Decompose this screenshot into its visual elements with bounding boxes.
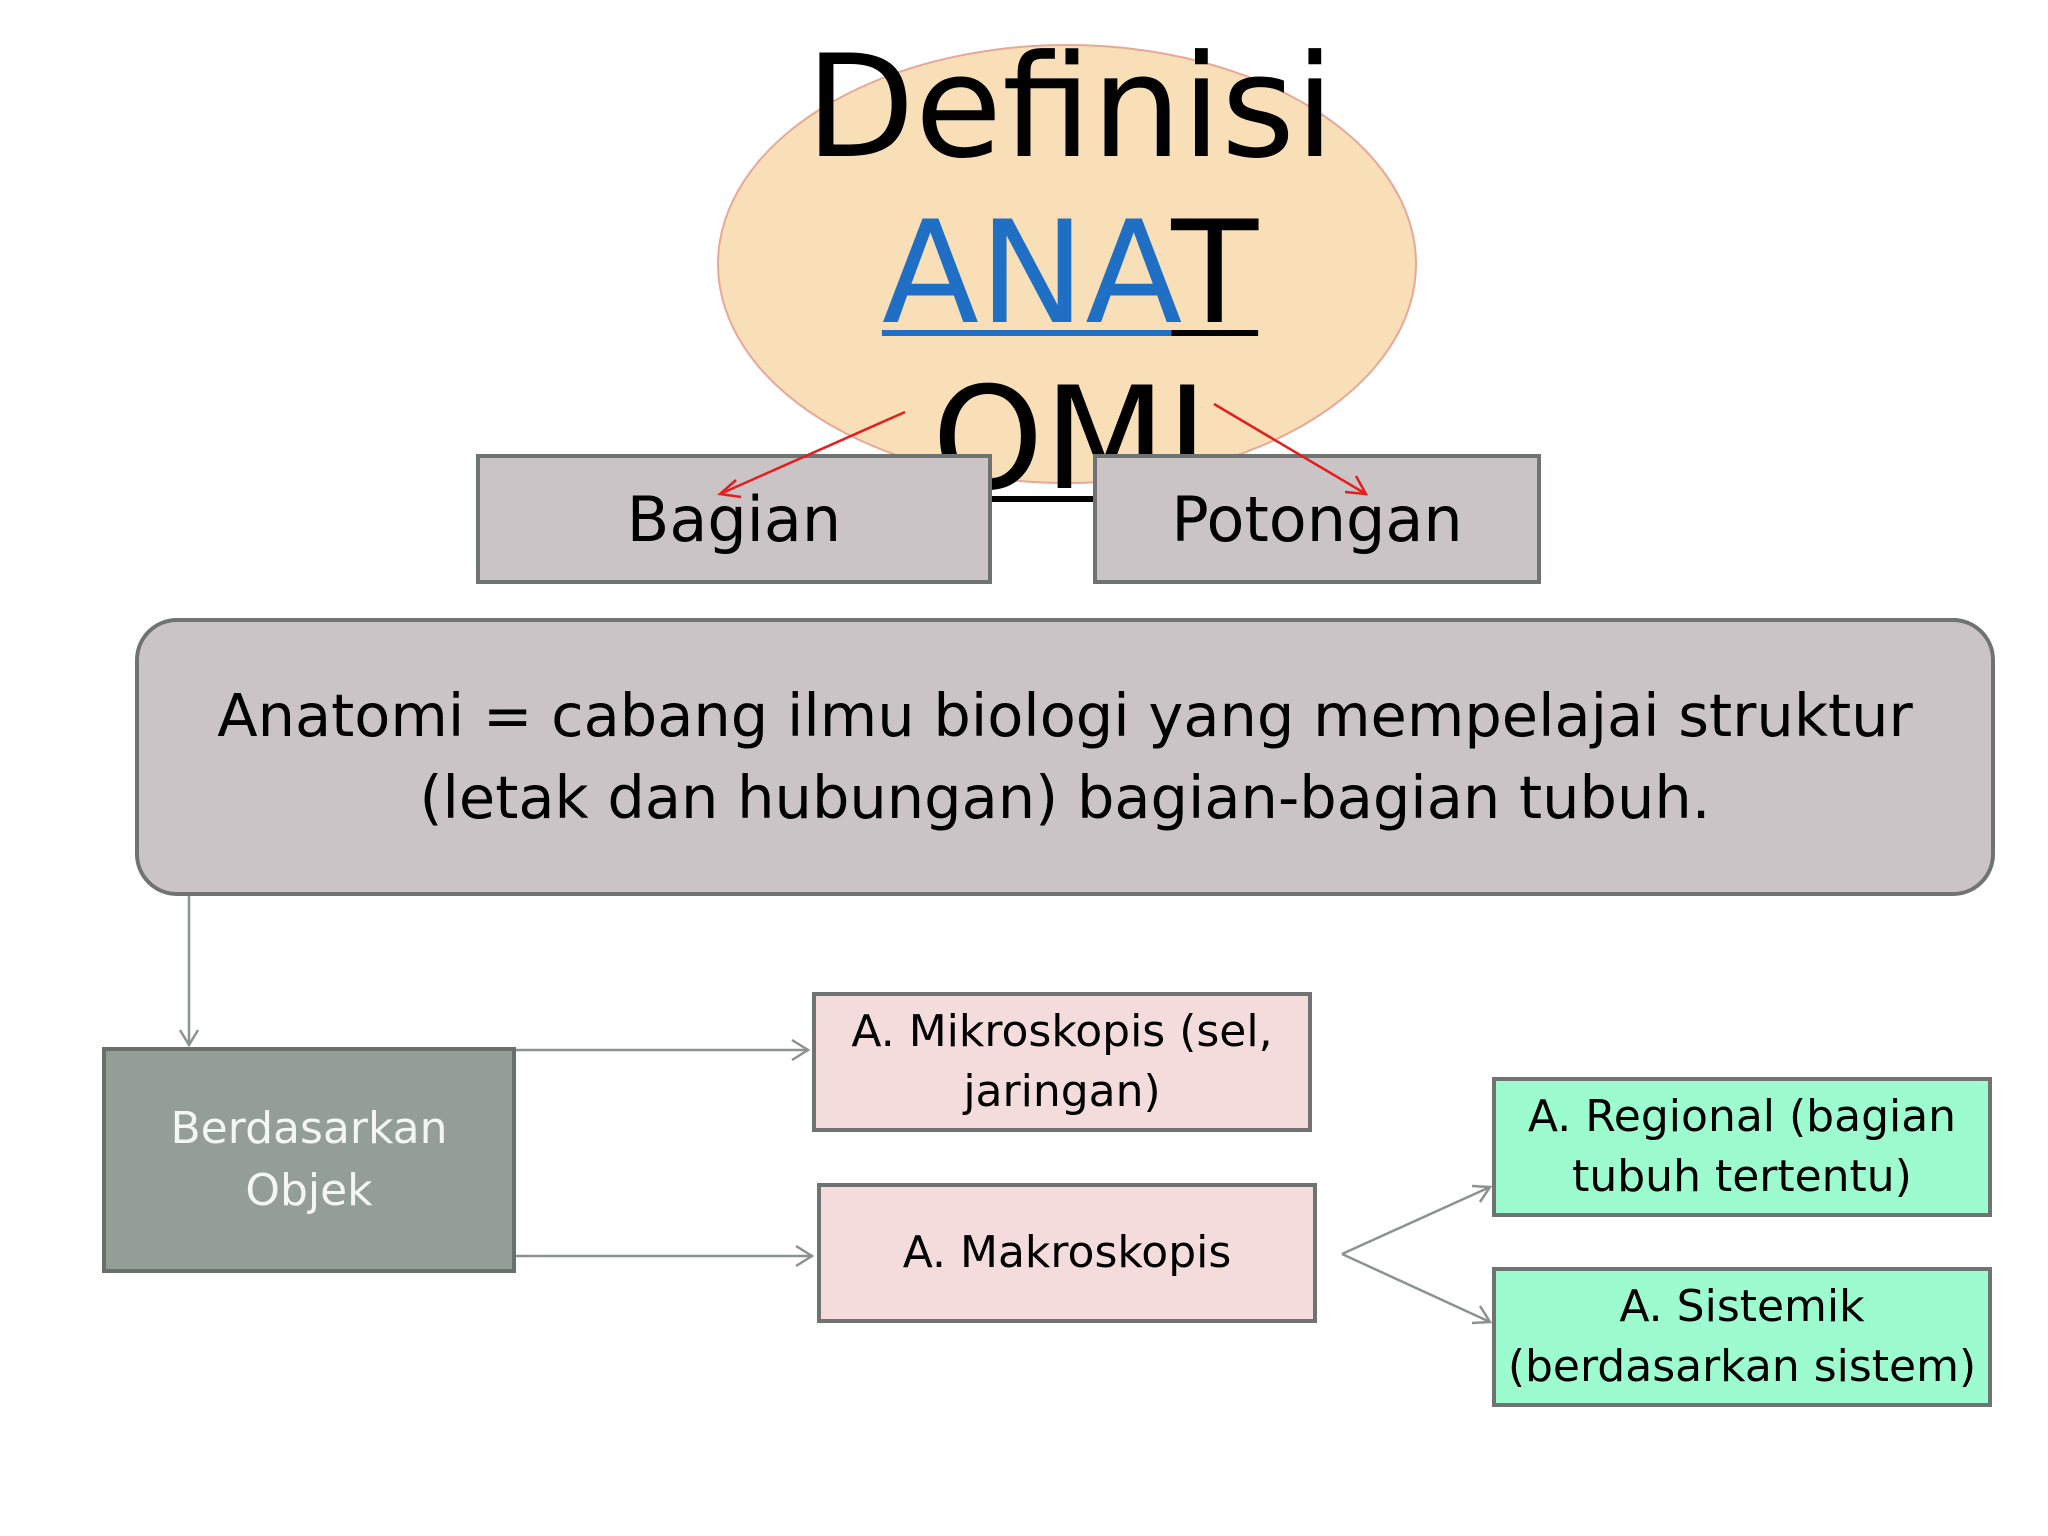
- title-link[interactable]: ANA: [881, 191, 1172, 356]
- micro-line-2: jaringan): [963, 1066, 1161, 1117]
- arrowhead-object: [178, 1029, 200, 1048]
- title-line-1: Definisi: [805, 25, 1335, 190]
- title-line-2: ANAT: [760, 191, 1380, 357]
- arrowhead-macro: [795, 1244, 815, 1268]
- part-box-potongan: Potongan: [1093, 454, 1541, 584]
- page-title: Definisi ANAT OMI: [760, 25, 1380, 523]
- macro-box: A. Makroskopis: [817, 1183, 1317, 1323]
- object-line-1: Berdasarkan: [170, 1103, 448, 1154]
- systemic-box: A. Sistemik (berdasarkan sistem): [1492, 1267, 1992, 1407]
- arrowhead-systemic: [1471, 1305, 1493, 1325]
- micro-box: A. Mikroskopis (sel, jaringan): [812, 992, 1312, 1132]
- regional-line-2: tubuh tertentu): [1572, 1151, 1912, 1202]
- definition-box: Anatomi = cabang ilmu biologi yang mempe…: [135, 618, 1995, 896]
- macro-label: A. Makroskopis: [902, 1227, 1232, 1278]
- arrowhead-micro: [791, 1038, 811, 1062]
- arrow-macro-to-systemic: [1341, 1252, 1491, 1324]
- object-line-2: Objek: [245, 1165, 373, 1216]
- systemic-line-2: (berdasarkan sistem): [1507, 1341, 1977, 1392]
- regional-box: A. Regional (bagian tubuh tertentu): [1492, 1077, 1992, 1217]
- regional-line-1: A. Regional (bagian: [1527, 1091, 1957, 1142]
- object-box: Berdasarkan Objek: [102, 1047, 516, 1273]
- definition-line-2: (letak dan hubungan) bagian-bagian tubuh…: [419, 763, 1711, 832]
- arrowhead-regional: [1471, 1184, 1493, 1203]
- part-label-bagian: Bagian: [626, 482, 842, 556]
- definition-line-1: Anatomi = cabang ilmu biologi yang mempe…: [217, 681, 1913, 750]
- part-label-potongan: Potongan: [1171, 482, 1463, 556]
- title-line-2-rest: T: [1171, 191, 1259, 356]
- micro-line-1: A. Mikroskopis (sel,: [851, 1006, 1273, 1057]
- part-box-bagian: Bagian: [476, 454, 992, 584]
- arrow-macro-to-regional: [1341, 1185, 1491, 1256]
- systemic-line-1: A. Sistemik: [1619, 1281, 1865, 1332]
